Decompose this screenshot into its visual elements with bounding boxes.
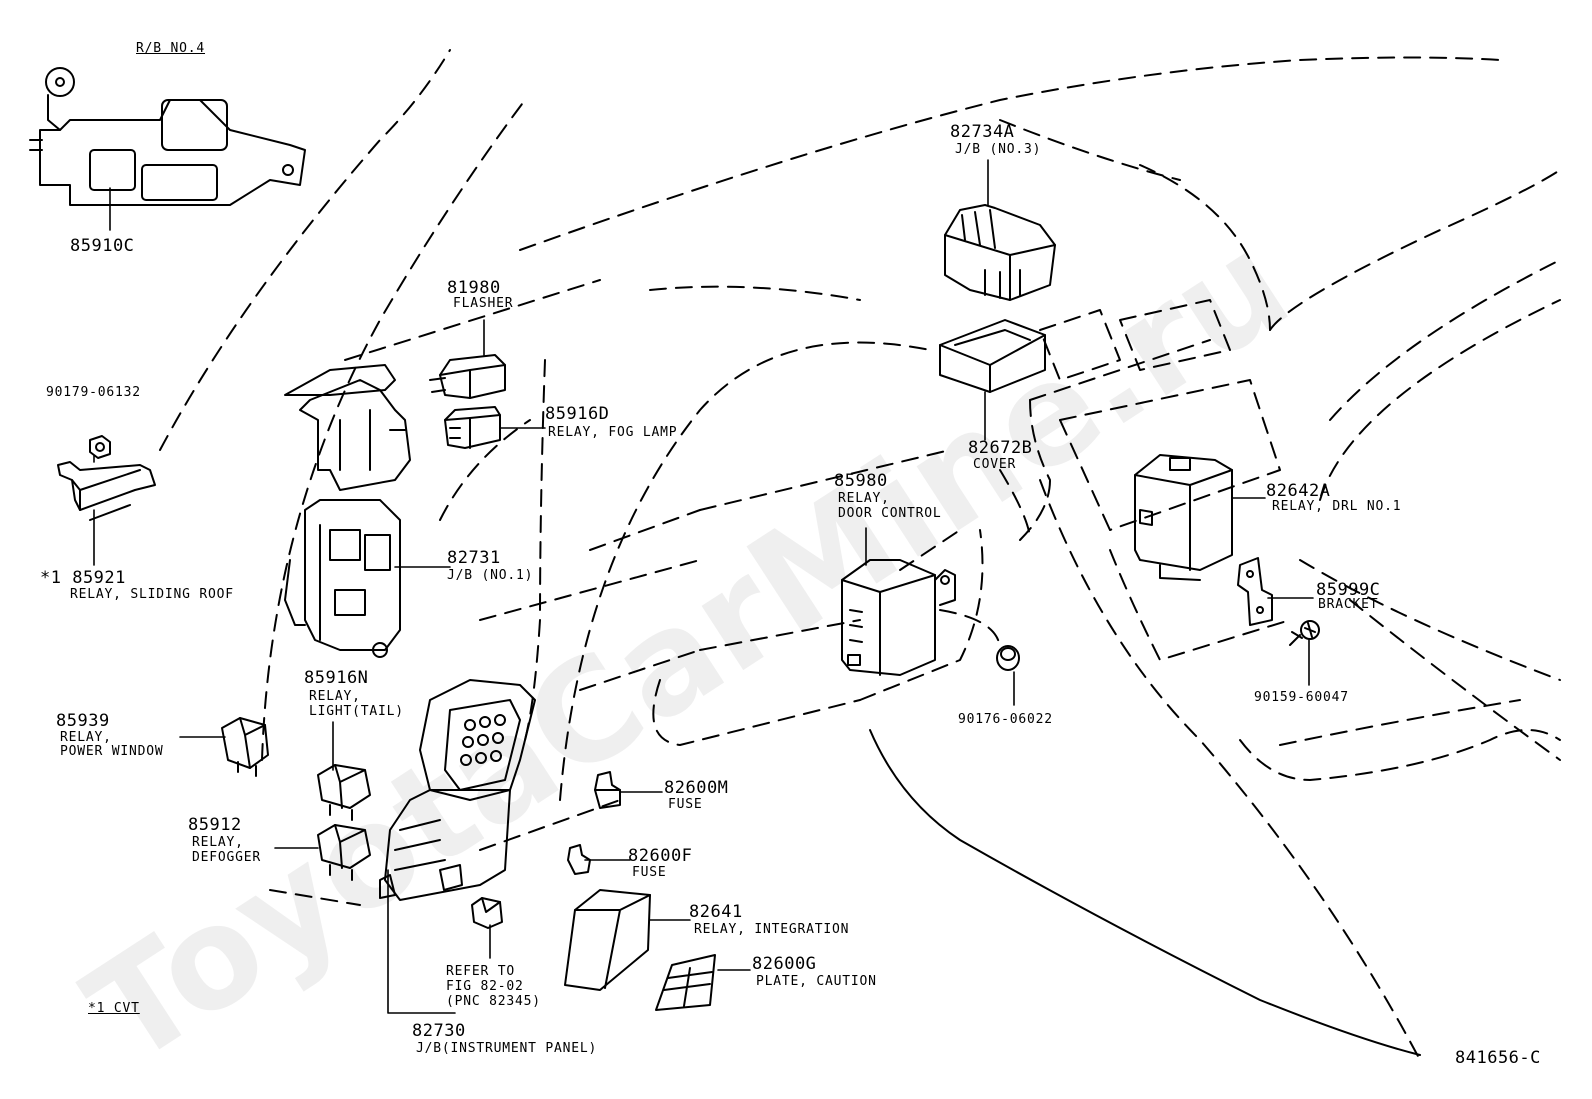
relay-defogger xyxy=(317,824,371,881)
grommet-90176 xyxy=(996,645,1020,671)
leader-lines xyxy=(93,159,1314,1014)
nut-90179 xyxy=(89,435,111,459)
part-82600f-number: 82600F xyxy=(628,846,693,866)
bracket-85999c xyxy=(1237,557,1273,626)
part-82600g-number: 82600G xyxy=(752,954,817,974)
part-90176-number: 90176-06022 xyxy=(958,712,1053,727)
fuse-82600m xyxy=(594,771,621,809)
part-90179-number: 90179-06132 xyxy=(46,385,141,400)
relay-integration xyxy=(564,889,651,991)
part-85999c-desc: BRACKET xyxy=(1318,597,1379,612)
part-82672b-number: 82672B xyxy=(968,438,1033,458)
part-85912-desc-1: RELAY, xyxy=(192,835,244,850)
refer-desc-1: REFER TO xyxy=(446,964,516,979)
part-85939-desc-2: POWER WINDOW xyxy=(60,744,164,759)
relay-light-tail xyxy=(317,764,371,821)
part-82734a-desc: J/B (NO.3) xyxy=(955,142,1042,157)
flasher-81980 xyxy=(429,354,506,399)
bolt-90159 xyxy=(1289,620,1320,646)
floor-line xyxy=(869,729,1421,1056)
part-82730-number: 82730 xyxy=(412,1021,466,1041)
part-85939-number: 85939 xyxy=(56,711,110,731)
part-82641-desc: RELAY, INTEGRATION xyxy=(694,922,850,937)
part-90159-number: 90159-60047 xyxy=(1254,690,1349,705)
part-85916n-number: 85916N xyxy=(304,668,369,688)
footnote-cvt: *1 CVT xyxy=(88,1001,140,1016)
part-85980-desc-1: RELAY, xyxy=(838,491,890,506)
part-82642a-desc: RELAY, DRL NO.1 xyxy=(1272,499,1402,514)
part-82600m-number: 82600M xyxy=(664,778,729,798)
fuse-82600f xyxy=(567,844,591,875)
relay-block-rb4 xyxy=(29,67,306,206)
refer-desc-2: FIG 82-02 xyxy=(446,979,524,994)
part-85916n-desc-1: RELAY, xyxy=(309,689,361,704)
part-82600g-desc: PLATE, CAUTION xyxy=(756,974,877,989)
part-82600f-desc: FUSE xyxy=(632,865,667,880)
part-85916n-desc-2: LIGHT(TAIL) xyxy=(309,704,404,719)
part-85999c-number: 85999C xyxy=(1316,580,1381,600)
jb-instrument-panel xyxy=(379,679,536,901)
jb-no1-assembly xyxy=(284,364,411,658)
part-82734a-number: 82734A xyxy=(950,122,1015,142)
relay-sliding-roof xyxy=(57,461,156,521)
relay-power-window xyxy=(221,717,269,777)
part-85980-desc-2: DOOR CONTROL xyxy=(838,506,942,521)
rb4-header: R/B NO.4 xyxy=(136,41,206,56)
part-82731-number: 82731 xyxy=(447,548,501,568)
part-85921-desc: RELAY, SLIDING ROOF xyxy=(70,587,234,602)
relay-fog-lamp xyxy=(444,406,501,449)
relay-door-control xyxy=(841,559,956,676)
part-82600m-desc: FUSE xyxy=(668,797,703,812)
part-85912-number: 85912 xyxy=(188,815,242,835)
relay-drl xyxy=(1134,454,1233,581)
refer-desc-3: (PNC 82345) xyxy=(446,994,541,1009)
part-85980-number: 85980 xyxy=(834,471,888,491)
cover-82672b xyxy=(939,319,1046,393)
body-outline-dashes xyxy=(159,49,1561,1061)
relay-refer xyxy=(471,897,503,929)
part-81980-desc: FLASHER xyxy=(453,296,514,311)
part-85916d-number: 85916D xyxy=(545,404,610,424)
part-85910c-number: 85910C xyxy=(70,236,135,256)
part-82672b-desc: COVER xyxy=(973,457,1017,472)
part-85939-desc-1: RELAY, xyxy=(60,730,112,745)
part-82731-desc: J/B (NO.1) xyxy=(447,568,534,583)
part-82641-number: 82641 xyxy=(689,902,743,922)
part-81980-number: 81980 xyxy=(447,278,501,298)
part-82642a-number: 82642A xyxy=(1266,481,1331,501)
part-85921-number: *1 85921 xyxy=(40,568,126,588)
part-82730-desc: J/B(INSTRUMENT PANEL) xyxy=(416,1041,598,1056)
part-85912-desc-2: DEFOGGER xyxy=(192,850,262,865)
jb-no3 xyxy=(944,204,1056,301)
part-85916d-desc: RELAY, FOG LAMP xyxy=(548,425,678,440)
plate-caution xyxy=(655,954,716,1011)
figure-code: 841656-C xyxy=(1455,1048,1541,1068)
